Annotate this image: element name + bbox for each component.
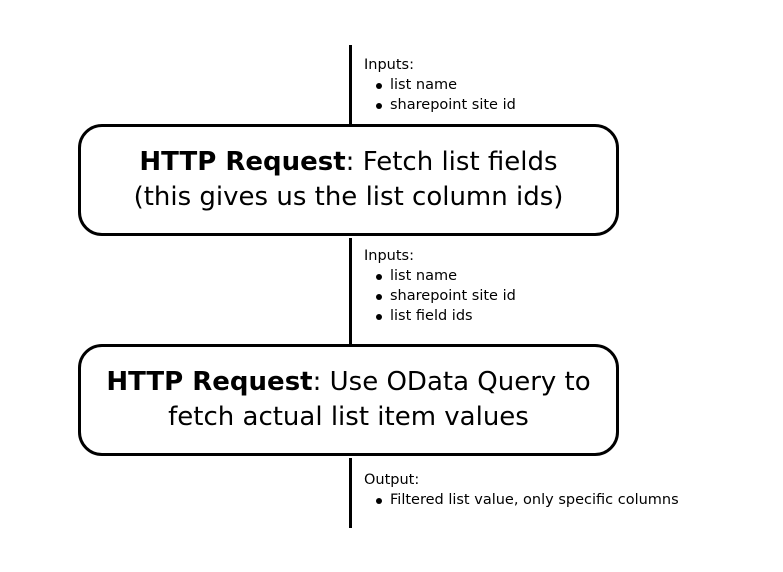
step-subtitle-line: (this gives us the list column ids): [133, 182, 564, 212]
connector-line-bottom: [349, 458, 352, 528]
note-heading: Inputs:: [364, 57, 414, 73]
note-list: Filtered list value, only specific colum…: [364, 490, 679, 510]
step-subtitle-line: fetch actual list item values: [168, 402, 529, 432]
inputs-note-1: Inputs: list name sharepoint site id: [364, 55, 516, 115]
inputs-note-2: Inputs: list name sharepoint site id lis…: [364, 246, 516, 326]
note-item: sharepoint site id: [364, 286, 516, 306]
note-list: list name sharepoint site id: [364, 75, 516, 115]
note-list: list name sharepoint site id list field …: [364, 266, 516, 326]
note-item: list name: [364, 75, 516, 95]
note-heading: Inputs:: [364, 248, 414, 264]
note-item: Filtered list value, only specific colum…: [364, 490, 679, 510]
connector-line-top: [349, 45, 352, 127]
step-title-line: HTTP Request: Use OData Query to: [106, 365, 590, 400]
connector-line-middle: [349, 238, 352, 348]
step-box-fetch-list-fields: HTTP Request: Fetch list fields (this gi…: [78, 124, 619, 236]
step-box-odata-query: HTTP Request: Use OData Query to fetch a…: [78, 344, 619, 456]
note-heading: Output:: [364, 472, 420, 488]
step-title-rest: : Use OData Query to: [312, 367, 591, 397]
step-title-line: HTTP Request: Fetch list fields: [139, 145, 557, 180]
step-title-bold: HTTP Request: [139, 147, 346, 177]
step-title-bold: HTTP Request: [106, 367, 313, 397]
note-item: list field ids: [364, 306, 516, 326]
note-item: list name: [364, 266, 516, 286]
output-note: Output: Filtered list value, only specif…: [364, 470, 679, 510]
step-title-rest: : Fetch list fields: [345, 147, 558, 177]
note-item: sharepoint site id: [364, 95, 516, 115]
